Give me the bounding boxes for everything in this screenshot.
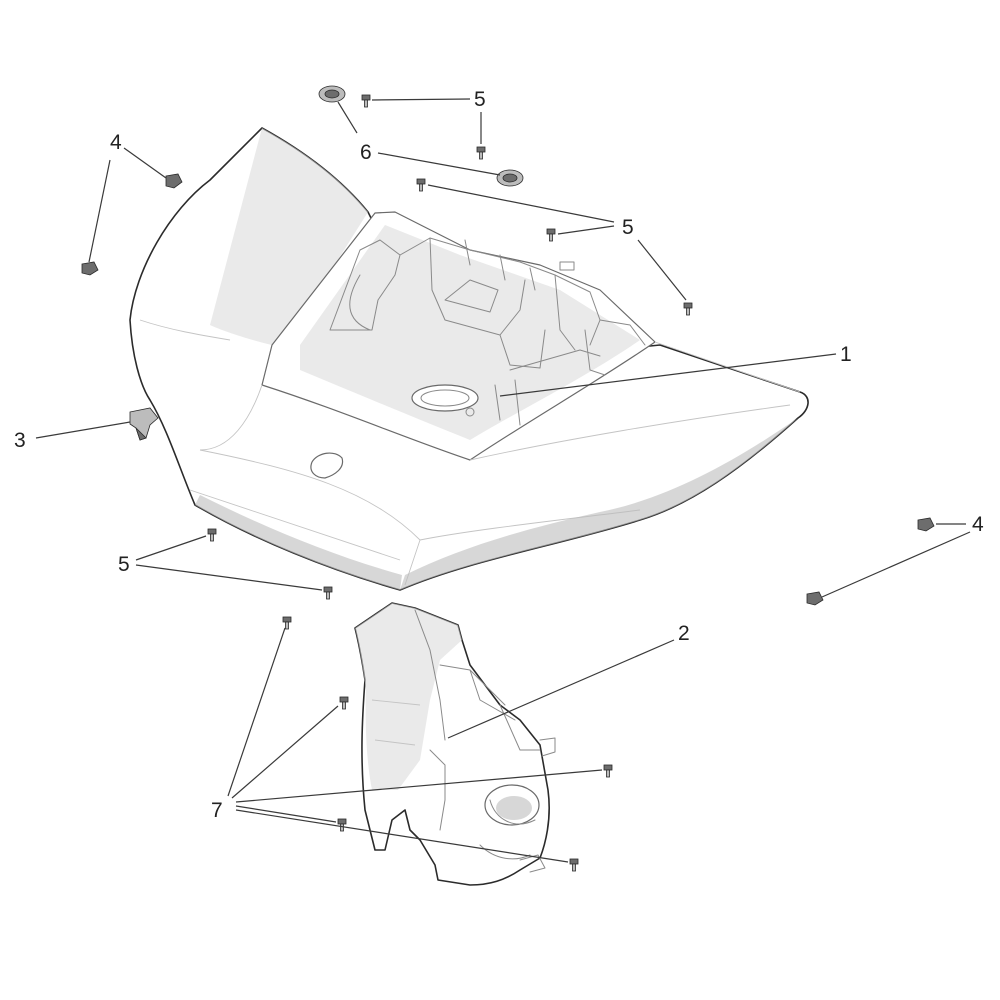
callout-4-right: 4 — [972, 513, 984, 536]
rubber-grommet-icon — [318, 85, 524, 187]
callout-1: 1 — [840, 343, 852, 366]
plastic-clip-3 — [129, 407, 159, 441]
callout-4-top-left: 4 — [110, 131, 122, 154]
spring-nut-clip-icon — [81, 173, 935, 606]
callout-7: 7 — [211, 799, 223, 822]
callout-3: 3 — [14, 429, 26, 452]
callout-2: 2 — [678, 622, 690, 645]
callout-5-lower-left: 5 — [118, 553, 130, 576]
callout-5-right: 5 — [622, 216, 634, 239]
callout-5-top: 5 — [474, 88, 486, 111]
inner-cover-panel — [354, 602, 556, 886]
screw-icon — [207, 94, 693, 872]
callout-6: 6 — [360, 141, 372, 164]
leader-lines — [35, 98, 971, 863]
front-fairing-panel — [129, 127, 809, 591]
